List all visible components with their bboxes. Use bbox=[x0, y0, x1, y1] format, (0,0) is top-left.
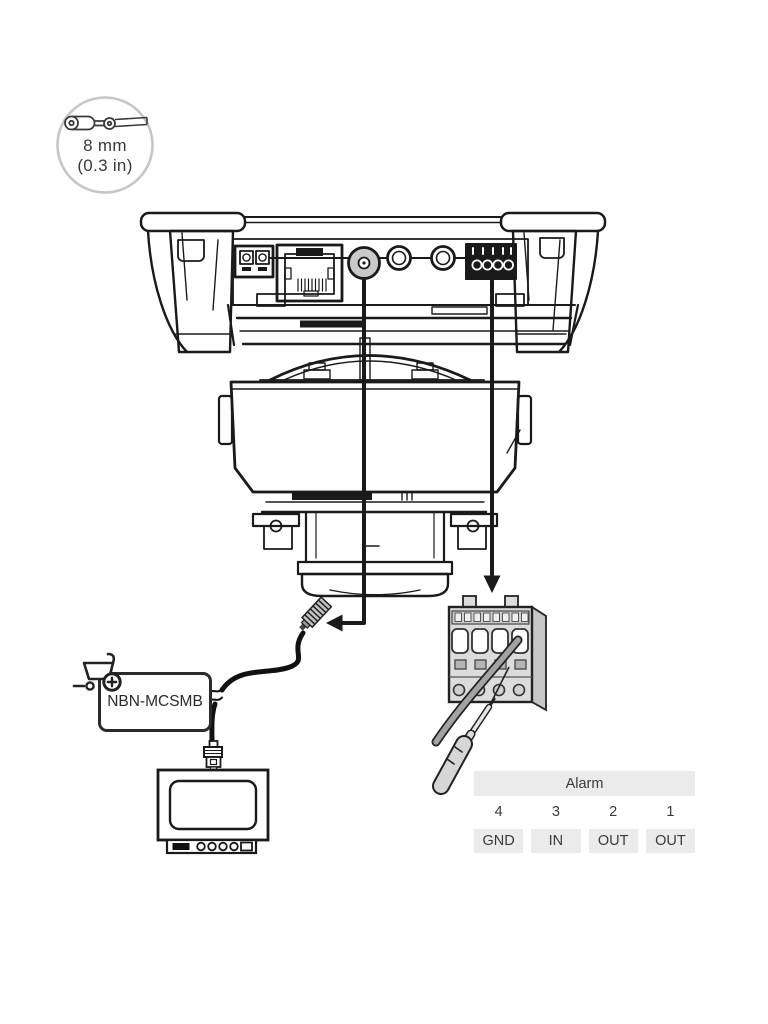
video-leader-arrow bbox=[326, 277, 366, 632]
add-to-cart-icon bbox=[72, 652, 122, 692]
stripped-cable-diameter-icon bbox=[56, 96, 154, 194]
smb-patch-cable bbox=[203, 596, 333, 773]
camera-body bbox=[217, 380, 533, 494]
pin-function: OUT bbox=[645, 829, 695, 853]
coax-cable bbox=[205, 630, 306, 744]
right-bracket bbox=[511, 229, 600, 354]
grommet-icon-1 bbox=[386, 245, 412, 271]
pin-number: 1 bbox=[666, 804, 675, 820]
alarm-pin-functions-row: GND IN OUT OUT bbox=[474, 829, 695, 853]
gimbal-dome-arc bbox=[259, 337, 485, 382]
terminal-block-icon bbox=[447, 595, 547, 712]
pin-number: 4 bbox=[494, 804, 503, 820]
smb-plug-icon bbox=[299, 596, 333, 631]
terminal-block-assembly bbox=[431, 595, 547, 795]
wire-strip-length-in: (0.3 in) bbox=[77, 156, 133, 175]
wire-strip-length-mm: 8 mm bbox=[83, 136, 127, 155]
mounting-plate bbox=[226, 293, 580, 347]
alarm-pin-table: Alarm 4 3 2 1 GND IN OUT OUT bbox=[474, 771, 695, 853]
pin-function: GND bbox=[474, 829, 524, 853]
accessory-part-number: NBN-MCSMB bbox=[107, 693, 203, 710]
alarm-connector-icon bbox=[465, 243, 517, 280]
grommet-icon-2 bbox=[430, 245, 456, 271]
pin-number: 3 bbox=[551, 804, 560, 820]
wire-diameter-badge: 8 mm (0.3 in) bbox=[55, 95, 155, 195]
left-bracket bbox=[146, 229, 235, 354]
alarm-leader-arrow bbox=[483, 279, 501, 593]
screwdriver-icon bbox=[432, 697, 496, 795]
mounting-flange bbox=[139, 211, 607, 233]
pin-number: 2 bbox=[609, 804, 618, 820]
pin-function: IN bbox=[531, 829, 581, 853]
alarm-pin-numbers-row: 4 3 2 1 bbox=[474, 802, 695, 822]
alarm-wire bbox=[431, 635, 523, 747]
dome-camera-illustration bbox=[139, 211, 607, 632]
power-terminal-icon bbox=[233, 244, 275, 279]
alarm-table-title: Alarm bbox=[474, 771, 695, 796]
video-smb-connector-icon bbox=[347, 246, 381, 280]
ethernet-port-icon bbox=[275, 243, 344, 303]
lens-assembly bbox=[251, 492, 499, 598]
pin-function: OUT bbox=[588, 829, 638, 853]
monitor-icon bbox=[156, 768, 270, 855]
